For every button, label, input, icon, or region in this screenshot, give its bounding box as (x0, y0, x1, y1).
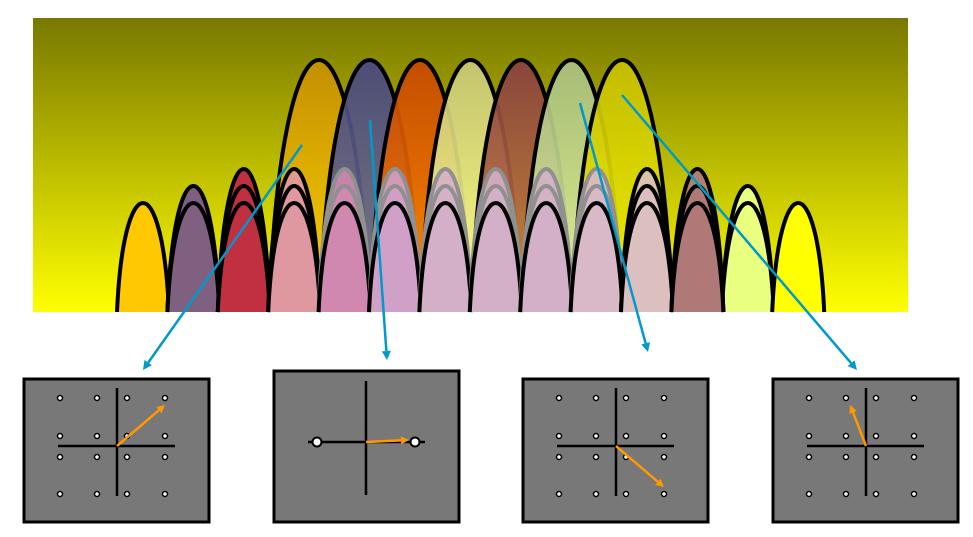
small-arch (669, 201, 726, 313)
pointer-arrowhead-icon (847, 360, 857, 370)
pointer-arrowhead-icon (143, 360, 152, 370)
small-arch (619, 201, 675, 313)
constellation-point (592, 394, 600, 402)
constellation-point (555, 490, 563, 498)
arrowhead-icon (655, 478, 664, 487)
pointer-line (147, 144, 304, 364)
small-arch (316, 201, 373, 313)
constellation-point (123, 394, 131, 402)
constellation-point (660, 394, 668, 402)
constellation-point (910, 490, 918, 498)
constellation-point (910, 432, 918, 440)
small-arch (719, 201, 776, 313)
constellation-point (555, 432, 563, 440)
small-arch (568, 201, 625, 313)
constellation-point (842, 432, 850, 440)
pointer-arrowhead-icon (641, 342, 650, 352)
constellation-16qam-3 (771, 377, 960, 524)
constellation-point (805, 432, 813, 440)
constellation-point (805, 453, 813, 461)
small-arches-front (266, 167, 726, 313)
small-arch (115, 201, 171, 313)
constellation-point (805, 394, 813, 402)
pointer-line (578, 102, 647, 344)
constellation-panels (22, 369, 960, 524)
constellation-point (622, 394, 630, 402)
constellation-point (311, 436, 323, 448)
constellation-point (872, 453, 880, 461)
small-arch (467, 201, 524, 313)
constellation-point (555, 453, 563, 461)
small-arch (266, 201, 323, 313)
constellation-point (93, 453, 101, 461)
constellation-point (161, 453, 169, 461)
constellation-point (660, 453, 668, 461)
constellation-point (56, 394, 64, 402)
constellation-point (555, 394, 563, 402)
pointer-lines (143, 94, 857, 370)
small-arches-back (115, 167, 827, 313)
constellation-bpsk (272, 369, 461, 524)
constellation-point (660, 432, 668, 440)
constellation-point (872, 394, 880, 402)
symbol-vector-arrow (365, 439, 402, 444)
constellation-point (622, 432, 630, 440)
constellation-point (592, 490, 600, 498)
constellation-point (123, 490, 131, 498)
small-arch (518, 201, 575, 313)
pointer-line (621, 94, 853, 364)
constellation-point (123, 453, 131, 461)
constellation-point (93, 394, 101, 402)
constellation-point (56, 453, 64, 461)
constellation-point (842, 490, 850, 498)
small-arch (215, 201, 272, 313)
constellation-point (56, 432, 64, 440)
constellation-point (842, 453, 850, 461)
arrowhead-icon (400, 436, 409, 445)
symbol-vector-arrow (615, 445, 659, 483)
arrowhead-icon (849, 405, 857, 414)
small-arch (417, 201, 474, 313)
constellation-point (93, 432, 101, 440)
constellation-point (161, 394, 169, 402)
constellation-16qam-2 (521, 377, 710, 524)
constellation-point (842, 394, 850, 402)
constellation-point (872, 490, 880, 498)
constellation-point (93, 490, 101, 498)
constellation-point (161, 432, 169, 440)
constellation-point (805, 490, 813, 498)
pointer-arrowhead-icon (381, 350, 391, 360)
arrowhead-icon (156, 405, 165, 414)
constellation-point (161, 490, 169, 498)
constellation-point (592, 432, 600, 440)
constellation-point (622, 490, 630, 498)
constellation-point (910, 453, 918, 461)
constellation-point (409, 436, 421, 448)
symbol-vector-arrow (116, 409, 160, 447)
constellation-point (56, 490, 64, 498)
pointer-line (368, 119, 388, 352)
constellation-point (872, 432, 880, 440)
constellation-point (910, 394, 918, 402)
symbol-vector-arrow (851, 412, 868, 447)
small-arch (165, 201, 222, 313)
constellation-point (660, 490, 668, 498)
constellation-16qam-1 (22, 377, 211, 524)
constellation-point (592, 453, 600, 461)
